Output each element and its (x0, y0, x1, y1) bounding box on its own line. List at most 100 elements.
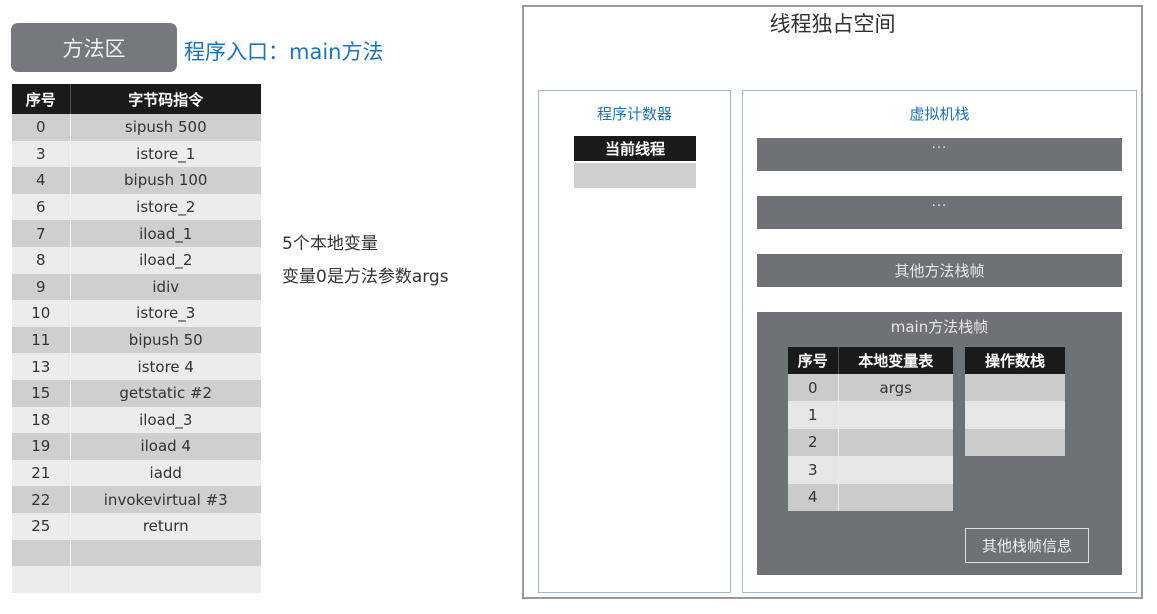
stack-frame-ellipsis: ··· (757, 196, 1122, 229)
instr-cell (70, 566, 261, 593)
program-counter-box (538, 90, 731, 593)
instr-cell: bipush 100 (70, 167, 261, 194)
table-row (12, 539, 261, 567)
value-cell (838, 401, 953, 429)
instr-cell: idiv (70, 273, 261, 301)
value-cell (838, 456, 953, 484)
header-operand-stack: 操作数栈 (965, 347, 1065, 374)
table-row (965, 374, 1065, 402)
entry-title: 程序入口：main方法 (184, 40, 384, 64)
operand-stack-table: 操作数栈 (965, 347, 1065, 457)
local-variable-header: 序号 本地变量表 (788, 347, 953, 374)
seq-cell: 13 (12, 353, 71, 380)
table-row (12, 566, 261, 593)
header-seq: 序号 (788, 347, 839, 374)
value-cell (838, 428, 953, 457)
instr-cell: istore_3 (70, 300, 261, 327)
seq-cell: 3 (788, 456, 839, 484)
seq-cell (12, 566, 71, 593)
other-method-frame: 其他方法栈帧 (757, 254, 1122, 287)
seq-cell: 4 (12, 167, 71, 194)
instr-cell: iload_3 (70, 406, 261, 434)
table-row (965, 428, 1065, 457)
seq-cell (12, 539, 71, 567)
table-row: 4 (788, 483, 953, 511)
program-counter-value (574, 163, 696, 188)
seq-cell: 0 (788, 374, 839, 402)
vm-stack-title: 虚拟机栈 (909, 105, 970, 123)
bytecode-table-header: 序号 字节码指令 (12, 84, 261, 114)
seq-cell: 22 (12, 486, 71, 513)
instr-cell: iadd (70, 459, 261, 487)
value-cell (838, 483, 953, 511)
seq-cell: 3 (12, 140, 71, 168)
instr-cell: istore_1 (70, 140, 261, 168)
instr-cell: iload 4 (70, 433, 261, 460)
table-row: 3 (788, 456, 953, 484)
operand-cell (965, 401, 1065, 429)
header-local-vars: 本地变量表 (838, 347, 953, 374)
seq-cell: 9 (12, 273, 71, 301)
vm-stack-box (742, 90, 1137, 593)
seq-cell: 7 (12, 220, 71, 247)
header-instruction: 字节码指令 (70, 84, 261, 114)
seq-cell: 2 (788, 428, 839, 457)
seq-cell: 25 (12, 512, 71, 540)
instr-cell: istore 4 (70, 353, 261, 380)
seq-cell: 18 (12, 406, 71, 434)
instr-cell: invokevirtual #3 (70, 486, 261, 513)
instr-cell: bipush 50 (70, 326, 261, 354)
seq-cell: 6 (12, 193, 71, 221)
seq-cell: 15 (12, 379, 71, 407)
main-frame-title: main方法栈帧 (890, 318, 989, 336)
instr-cell: sipush 500 (70, 114, 261, 141)
table-row (965, 401, 1065, 429)
seq-cell: 0 (12, 114, 71, 141)
program-counter-title: 程序计数器 (596, 105, 672, 123)
seq-cell: 19 (12, 433, 71, 460)
instr-cell: istore_2 (70, 193, 261, 221)
method-area-tag: 方法区 (11, 23, 177, 72)
operand-stack-header: 操作数栈 (965, 347, 1065, 374)
thread-space-title: 线程独占空间 (769, 12, 896, 36)
seq-cell: 8 (12, 246, 71, 274)
instr-cell (70, 539, 261, 567)
table-row: 1 (788, 401, 953, 429)
other-frame-info-box: 其他栈帧信息 (965, 528, 1089, 563)
operand-cell (965, 428, 1065, 457)
instr-cell: getstatic #2 (70, 379, 261, 407)
instr-cell: iload_2 (70, 246, 261, 274)
seq-cell: 4 (788, 483, 839, 511)
header-seq: 序号 (12, 84, 71, 114)
seq-cell: 1 (788, 401, 839, 429)
table-row: 2 (788, 428, 953, 457)
instr-cell: return (70, 512, 261, 540)
stack-frame-ellipsis: ··· (757, 138, 1122, 171)
current-thread-header: 当前线程 (574, 136, 696, 161)
instr-cell: iload_1 (70, 220, 261, 247)
seq-cell: 11 (12, 326, 71, 354)
note-var0-args: 变量0是方法参数args (282, 267, 449, 287)
operand-cell (965, 374, 1065, 402)
note-local-var-count: 5个本地变量 (282, 234, 378, 254)
value-cell: args (838, 374, 953, 402)
seq-cell: 21 (12, 459, 71, 487)
